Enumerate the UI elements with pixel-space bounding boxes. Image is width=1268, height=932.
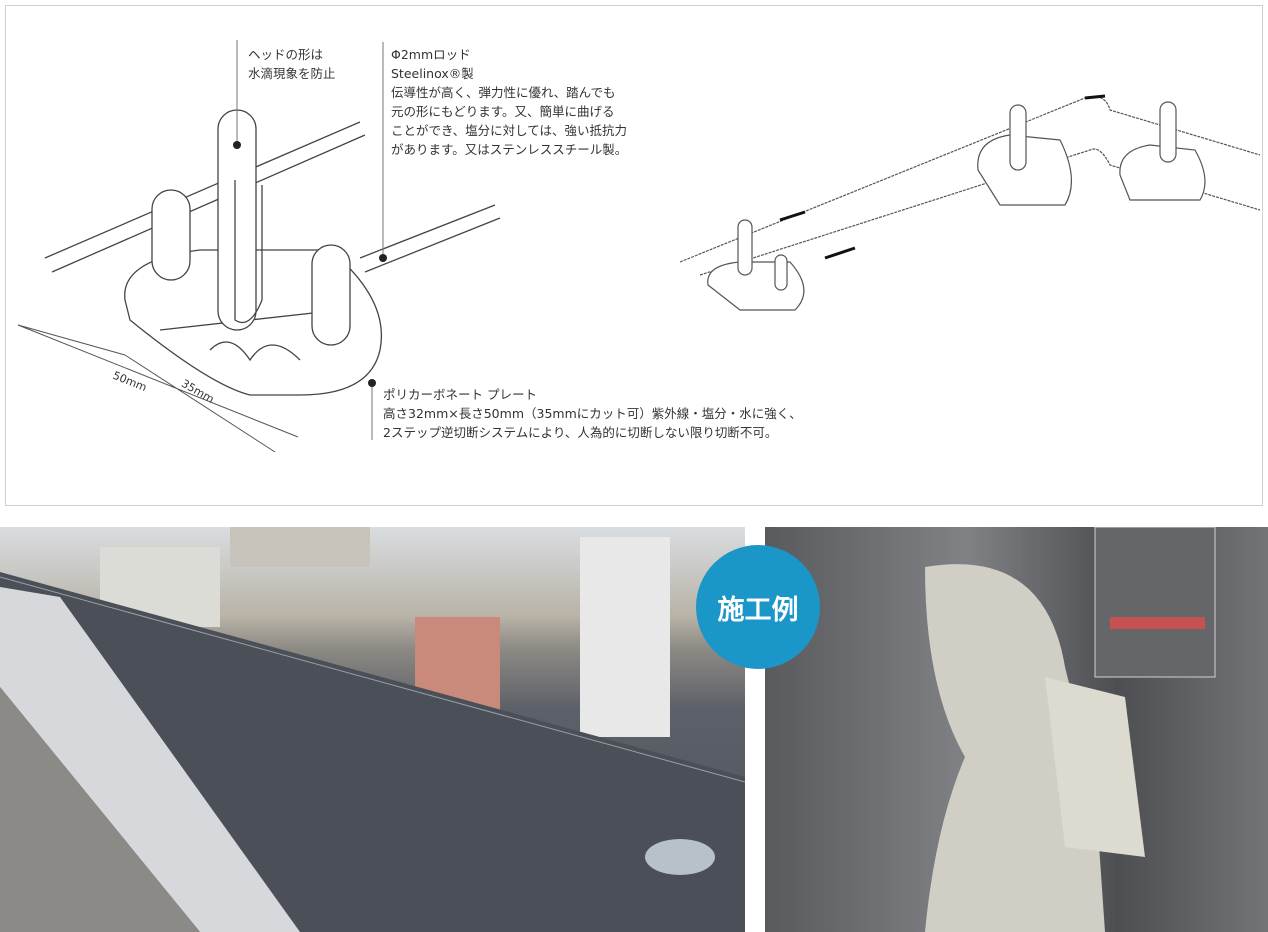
head-label-line: ヘッドの形は — [248, 47, 324, 62]
plate-title: ポリカーボネート プレート — [383, 387, 537, 402]
head-label: ヘッドの形は 水滴現象を防止 — [248, 45, 336, 83]
plate-description-line: 高さ32mm×長さ50mm（35mmにカット可）紫外線・塩分・水に強く、 — [383, 406, 802, 421]
post-right — [311, 244, 351, 346]
rod-description-line: 伝導性が高く、弾力性に優れ、踏んでも — [391, 85, 616, 100]
post-left — [151, 189, 191, 281]
plate-label: ポリカーボネート プレート 高さ32mm×長さ50mm（35mmにカット可）紫外… — [383, 385, 802, 442]
statue-scene — [765, 527, 1268, 932]
rod-material: Steelinox®製 — [391, 66, 474, 81]
rod-description-line: があります。又はステンレススチール製。 — [391, 142, 628, 157]
rod-back — [44, 121, 366, 273]
rod-description-line: 元の形にもどります。又、簡単に曲げる — [391, 104, 615, 119]
rod-title: Φ2mmロッド — [391, 47, 471, 62]
rod-front — [359, 204, 501, 273]
head-label-line: 水滴現象を防止 — [248, 66, 336, 81]
rod-description-line: ことができ、塩分に対しては、強い抵抗力 — [391, 123, 628, 138]
construction-example-badge: 施工例 — [696, 545, 820, 669]
rod-label: Φ2mmロッド Steelinox®製 伝導性が高く、弾力性に優れ、踏んでも 元… — [391, 45, 627, 159]
rooftop-installation-photo — [0, 527, 745, 932]
plate-description-line: 2ステップ逆切断システムにより、人為的に切断しない限り切断不可。 — [383, 425, 778, 440]
rooftop-scene — [0, 527, 745, 932]
bird-spike-diagram — [17, 40, 1261, 453]
statue-netting-photo — [765, 527, 1268, 932]
